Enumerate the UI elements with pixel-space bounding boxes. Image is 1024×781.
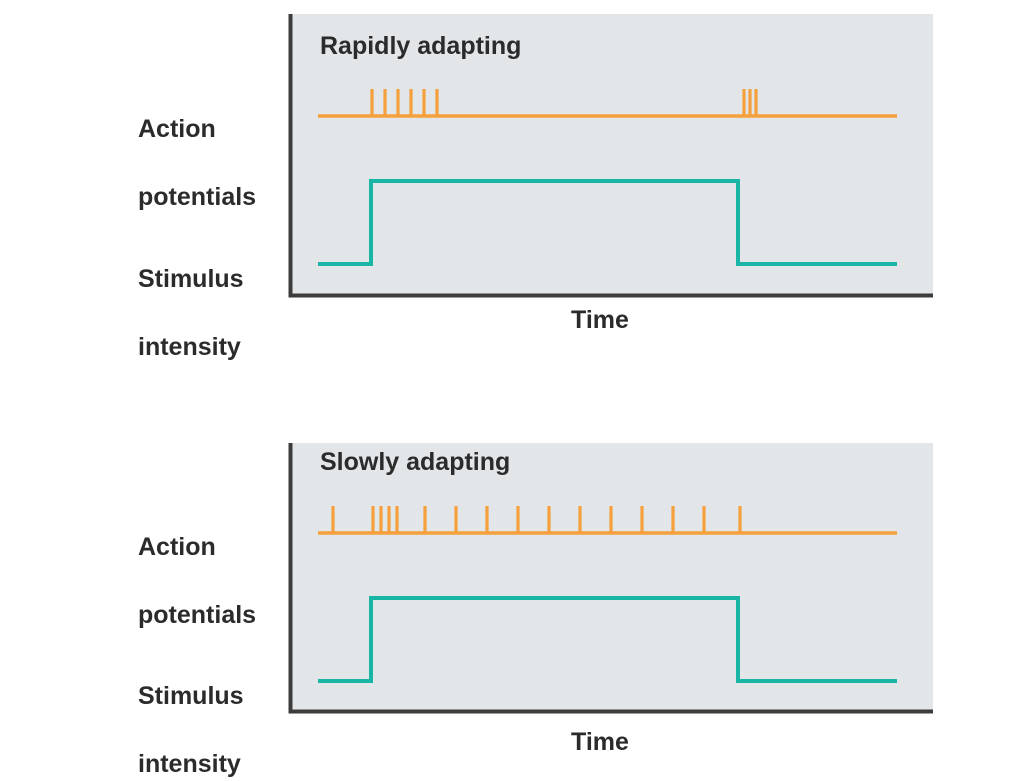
plot-background (289, 443, 933, 712)
plot-background (289, 14, 933, 296)
axis-label-line2: intensity (138, 333, 241, 361)
axis-label-line1: Action (138, 533, 216, 561)
stimulus-trace-rapidly-adapting (318, 179, 897, 266)
axis-label-stimulus-intensity-top: Stimulus intensity (138, 228, 244, 364)
axis-label-action-potentials-top: Action potentials (138, 78, 256, 214)
panel-title-rapidly-adapting: Rapidly adapting (320, 32, 522, 60)
axis-label-line1: Stimulus (138, 682, 244, 710)
axis-label-line1: Stimulus (138, 265, 244, 293)
time-axis-label-top: Time (571, 306, 629, 334)
panel-title-slowly-adapting: Slowly adapting (320, 448, 511, 476)
axis-lines (288, 443, 933, 714)
spike-train-slowly-adapting (318, 506, 897, 535)
axis-lines (288, 14, 933, 298)
axis-label-line2: potentials (138, 183, 257, 211)
stimulus-trace-slowly-adapting (318, 596, 897, 683)
axis-label-action-potentials-bottom: Action potentials (138, 496, 256, 632)
rapidly-adapting-plot (288, 14, 933, 298)
chart-panel-rapidly-adapting (0, 0, 1024, 345)
chart-panel-slowly-adapting (0, 430, 1024, 767)
axis-label-line2: potentials (138, 601, 257, 629)
spike-train-rapidly-adapting (318, 89, 897, 118)
time-axis-label-bottom: Time (571, 728, 629, 756)
slowly-adapting-plot (288, 443, 933, 714)
axis-label-line1: Action (138, 115, 216, 143)
